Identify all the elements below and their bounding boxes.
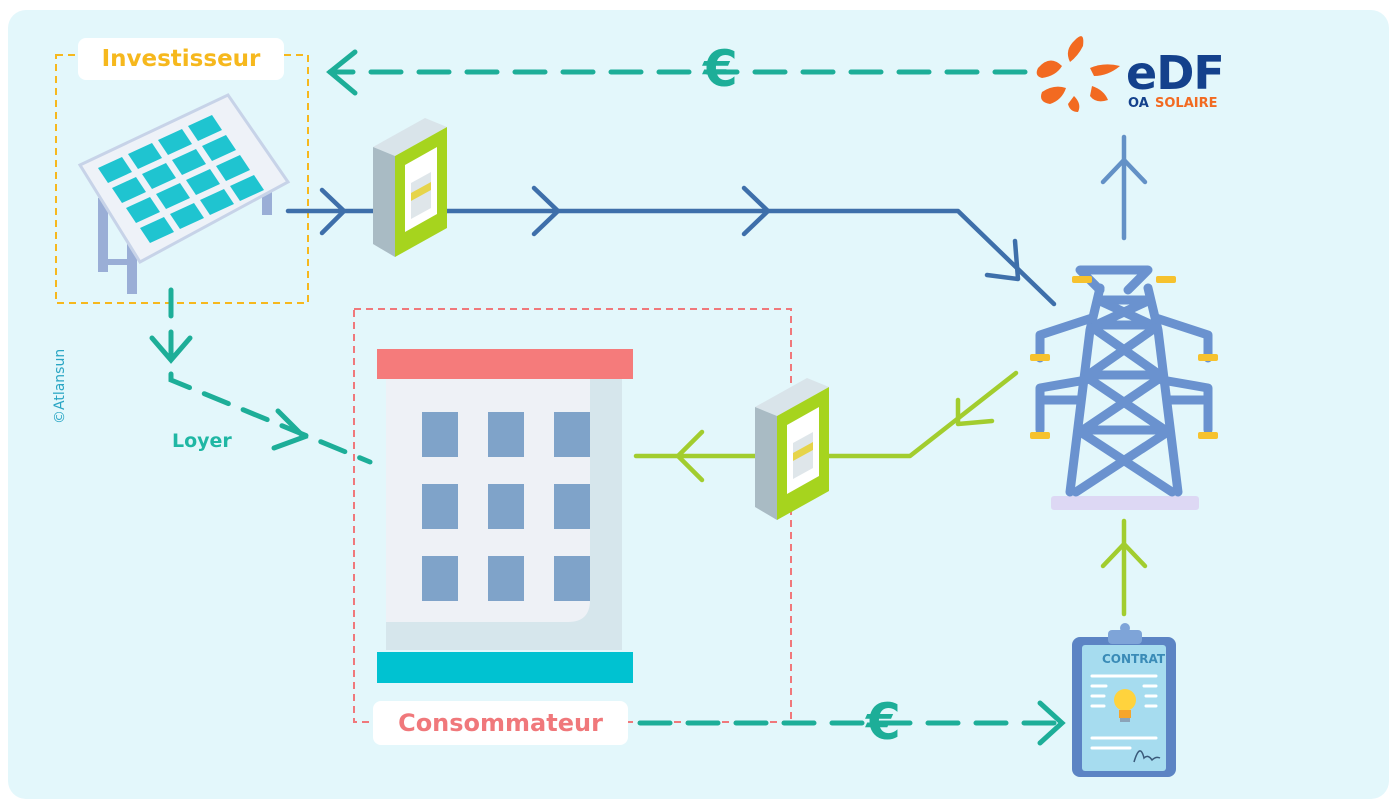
production-meter-icon (373, 118, 447, 257)
money-flow-consumer-to-contract (637, 700, 1066, 746)
money-flow-edf-to-investor (326, 49, 1028, 96)
edf-logo (1036, 36, 1120, 112)
contract-title: CONTRAT (1102, 652, 1166, 666)
edf-logo-subtitle-solaire: SOLAIRE (1155, 96, 1218, 111)
rent-label: Loyer (172, 430, 232, 452)
consumption-meter-icon (755, 378, 829, 520)
euro-symbol-top: € (703, 40, 738, 98)
consumption-flow (633, 370, 1019, 483)
apartment-building-icon (377, 349, 633, 683)
grid-to-edf-flow (1100, 134, 1148, 241)
copyright-label: ©Atlansun (52, 348, 68, 424)
contract-clipboard-icon (1072, 623, 1176, 777)
euro-symbol-bottom: € (866, 693, 901, 751)
production-flow (285, 185, 1057, 307)
rent-flow (149, 287, 373, 465)
investor-label: Investisseur (78, 38, 284, 80)
contract-to-grid-flow (1100, 518, 1148, 617)
electricity-pylon-icon (1030, 265, 1218, 510)
edf-logo-text: eDF (1126, 46, 1225, 100)
solar-panel-icon (77, 93, 291, 294)
consumer-label: Consommateur (373, 701, 628, 745)
edf-logo-subtitle-oa: OA (1128, 96, 1149, 111)
